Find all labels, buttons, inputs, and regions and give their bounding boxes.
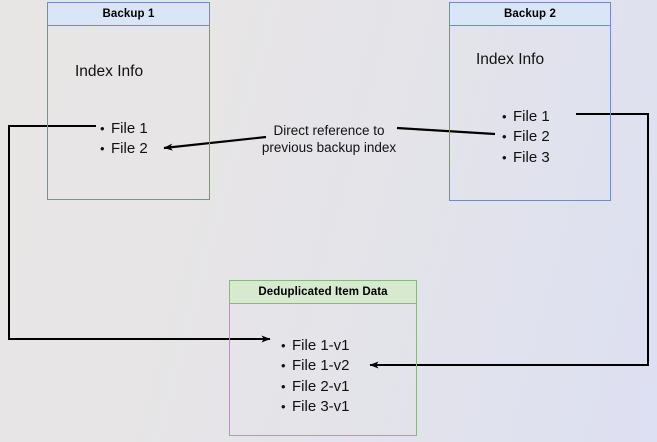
backup2-header-label: Backup 2 xyxy=(504,8,556,20)
list-item[interactable]: File 3 xyxy=(502,148,550,169)
backup1-index-label: Index Info xyxy=(75,63,144,80)
list-item[interactable]: File 1-v1 xyxy=(281,336,350,357)
backup1-box[interactable]: Backup 1 Index Info File 1 File 2 xyxy=(47,2,210,200)
dedup-header-label: Deduplicated Item Data xyxy=(258,286,388,298)
list-item[interactable]: File 3-v1 xyxy=(281,397,350,418)
list-item[interactable]: File 1 xyxy=(502,107,550,128)
annotation-label: Direct reference to previous backup inde… xyxy=(261,123,397,155)
backup2-file-list: File 1 File 2 File 3 xyxy=(502,107,550,169)
deduplicated-item-data-box[interactable]: Deduplicated Item Data File 1-v1 File 1-… xyxy=(229,280,417,436)
backup2-header: Backup 2 xyxy=(450,3,610,26)
list-item[interactable]: File 2 xyxy=(100,139,148,160)
list-item[interactable]: File 2-v1 xyxy=(281,377,350,398)
backup2-box[interactable]: Backup 2 Index Info File 1 File 2 File 3 xyxy=(449,2,611,201)
backup1-file-list: File 1 File 2 xyxy=(100,119,148,160)
backup2-index-label: Index Info xyxy=(476,51,545,68)
list-item[interactable]: File 1 xyxy=(100,119,148,140)
dedup-header: Deduplicated Item Data xyxy=(230,281,416,304)
dedup-item-list: File 1-v1 File 1-v2 File 2-v1 File 3-v1 xyxy=(281,336,350,418)
backup1-header: Backup 1 xyxy=(48,3,209,26)
list-item[interactable]: File 2 xyxy=(502,127,550,148)
list-item[interactable]: File 1-v2 xyxy=(281,356,350,377)
backup1-header-label: Backup 1 xyxy=(102,8,155,20)
